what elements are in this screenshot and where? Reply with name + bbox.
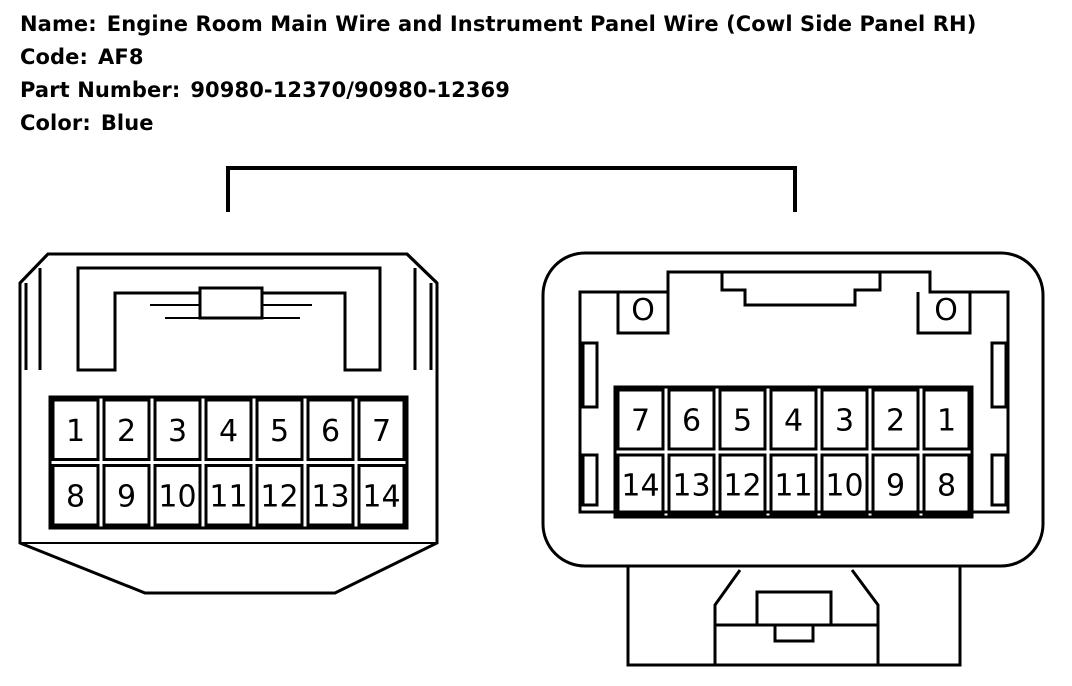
pin-number: 6 (321, 414, 340, 449)
pin-number: 10 (158, 479, 196, 514)
right-connector-marker-right: O (934, 293, 958, 328)
pin-number: 7 (372, 414, 391, 449)
pin-number: 2 (117, 414, 136, 449)
pin-number: 1 (937, 404, 956, 439)
pin-cavity (204, 464, 253, 527)
pin-cavity (306, 464, 355, 527)
right-connector-latch-tab (773, 623, 815, 643)
name-value: Engine Room Main Wire and Instrument Pan… (106, 12, 977, 36)
pin-cavity (255, 398, 304, 461)
name-line: Name: Engine Room Main Wire and Instrumen… (20, 8, 976, 41)
right-connector-inner-wall (578, 270, 1010, 514)
pin-cavity (51, 464, 100, 527)
pin-number: 12 (723, 469, 761, 504)
pin-cavity (769, 453, 818, 516)
part-number-value: 90980-12370/90980-12369 (190, 78, 510, 102)
pin-number: 12 (260, 479, 298, 514)
right-connector-latch-arms (713, 569, 880, 665)
pin-number: 11 (209, 479, 247, 514)
pin-number: 14 (621, 469, 659, 504)
pin-number: 13 (672, 469, 710, 504)
right-connector-guide (581, 453, 599, 507)
color-value: Blue (100, 111, 154, 135)
right-connector-guide (990, 453, 1008, 507)
left-connector-edge (405, 252, 439, 285)
pin-number: 2 (886, 404, 905, 439)
pin-number: 6 (682, 404, 701, 439)
right-connector-marker-left: O (631, 293, 655, 328)
pin-number: 3 (168, 414, 187, 449)
pin-cavity (820, 453, 869, 516)
part-number-line: Part Number: 90980-12370/90980-12369 (20, 74, 976, 107)
pin-number: 3 (835, 404, 854, 439)
code-value: AF8 (98, 45, 144, 69)
color-line: Color: Blue (20, 107, 976, 140)
pin-cavity (718, 453, 767, 516)
pin-number: 1 (66, 414, 85, 449)
pin-number: 5 (270, 414, 289, 449)
pin-number: 4 (784, 404, 803, 439)
pin-cavity (820, 388, 869, 451)
pin-cavity (357, 464, 406, 527)
name-label: Name: (20, 12, 97, 36)
right-connector-latch-housing (626, 566, 962, 667)
pin-number: 11 (774, 469, 812, 504)
pin-cavity (51, 398, 100, 461)
pin-number: 4 (219, 414, 238, 449)
pin-cavity (871, 388, 920, 451)
part-number-label: Part Number: (20, 78, 181, 102)
connector-info: Name: Engine Room Main Wire and Instrumen… (20, 8, 976, 140)
left-connector-edge (18, 252, 50, 285)
left-pin-grid (48, 395, 409, 530)
pin-cavity (871, 453, 920, 516)
pin-cavity (769, 388, 818, 451)
pin-cavity (153, 398, 202, 461)
pin-number: 7 (631, 404, 650, 439)
pin-number: 13 (311, 479, 349, 514)
pin-number: 14 (362, 479, 400, 514)
pin-number: 8 (66, 479, 85, 514)
right-pin-grid (613, 385, 974, 519)
pin-cavity (204, 398, 253, 461)
pin-cavity (616, 388, 665, 451)
pin-number: 8 (937, 469, 956, 504)
code-label: Code: (20, 45, 89, 69)
pin-cavity (922, 388, 971, 451)
pin-cavity (102, 464, 151, 527)
pin-number: 9 (117, 479, 136, 514)
pin-cavity (616, 453, 665, 516)
pin-cavity (357, 398, 406, 461)
pin-cavity (255, 464, 304, 527)
right-connector-top-slot (720, 272, 882, 307)
pin-cavity (153, 464, 202, 527)
right-connector-guide (990, 341, 1008, 409)
right-connector-latch-block (755, 590, 833, 627)
right-connector-guide (581, 341, 599, 409)
pin-cavity (718, 388, 767, 451)
pin-cavity (306, 398, 355, 461)
pin-cavity (667, 388, 716, 451)
right-connector-key-left (616, 292, 670, 335)
pin-number: 9 (886, 469, 905, 504)
pin-number: 10 (825, 469, 863, 504)
right-connector-key-right (916, 292, 972, 335)
pin-cavity (922, 453, 971, 516)
left-connector-lock-tab (198, 288, 264, 320)
right-connector-body (541, 251, 1045, 568)
pin-number: 5 (733, 404, 752, 439)
pin-cavity (667, 453, 716, 516)
pin-cavity (102, 398, 151, 461)
code-line: Code: AF8 (20, 41, 976, 74)
color-label: Color: (20, 111, 91, 135)
mating-bracket (226, 166, 797, 212)
